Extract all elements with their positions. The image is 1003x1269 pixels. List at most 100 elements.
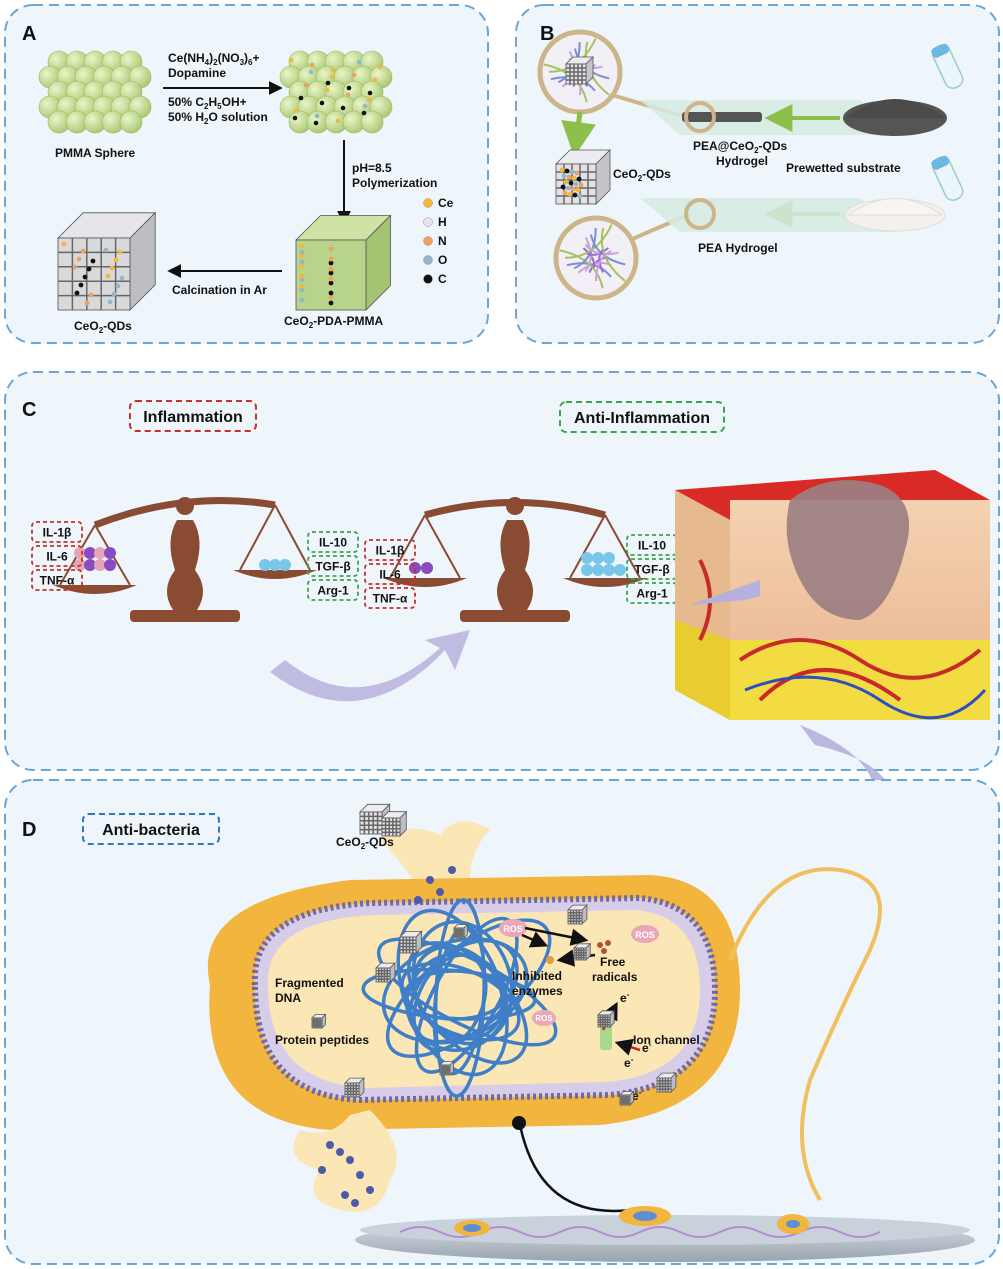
pmma-sphere-cluster xyxy=(38,50,152,134)
dopant-dot xyxy=(328,276,334,282)
svg-text:ROS: ROS xyxy=(635,930,655,940)
legend-swatch xyxy=(423,274,433,284)
scale-string xyxy=(389,514,426,579)
scale-beam xyxy=(424,499,606,519)
legend-swatch xyxy=(423,198,433,208)
dopant-dot xyxy=(82,274,88,280)
scale-string xyxy=(424,514,461,579)
ceo2-qds-label-d: CeO2-QDs xyxy=(336,835,394,851)
scale-string xyxy=(239,504,276,571)
ph-label: pH=8.5 xyxy=(352,161,392,175)
dopant-dot xyxy=(299,259,305,265)
dopant-dot xyxy=(308,69,314,75)
dopant-dot xyxy=(577,193,583,199)
pea-hydrogel-label: PEA Hydrogel xyxy=(698,241,778,255)
scale-pan xyxy=(53,585,137,594)
macrophage-m2 xyxy=(592,552,604,564)
dopant-dot xyxy=(362,103,368,109)
enzyme-dot xyxy=(546,956,554,964)
ceo2-qds-framework-a xyxy=(57,211,157,311)
cube-front xyxy=(453,927,465,939)
macrophage-m1 xyxy=(104,559,116,571)
macrophage-m2 xyxy=(603,552,615,564)
dopant-dot xyxy=(303,82,309,88)
dopant-dot xyxy=(299,277,305,283)
pea-ceo2-label-2: Hydrogel xyxy=(716,154,768,168)
cytokine-label: IL-6 xyxy=(379,568,401,582)
dopant-dot xyxy=(328,260,334,266)
polymer-chain xyxy=(586,247,610,256)
dopant-dot xyxy=(107,299,113,305)
dopant-dot xyxy=(117,249,123,255)
dopant-dot xyxy=(572,192,578,198)
dark-powder-top xyxy=(845,99,945,118)
ros-bubble: ROS xyxy=(499,919,527,937)
dopant-dot xyxy=(356,59,362,65)
macrophage-m2 xyxy=(614,564,626,576)
leaked-bead xyxy=(426,876,434,884)
cytokine-label: TGF-β xyxy=(634,563,669,577)
magnifier-bottom-lens xyxy=(684,198,716,230)
anti-inflammation-title: Anti-Inflammation xyxy=(574,410,710,427)
dopant-dot xyxy=(299,249,305,255)
dopant-dot xyxy=(115,283,121,289)
electron-arrow-in xyxy=(614,1038,641,1056)
legend-swatch xyxy=(423,255,433,265)
cytokine-chip xyxy=(31,545,83,567)
ros-bubble: ROS xyxy=(631,925,659,943)
pea-ceo2-hydrogel-film xyxy=(682,112,762,122)
solvent-text-2: 50% H2O solution xyxy=(168,110,268,126)
leaked-bead xyxy=(351,1199,359,1207)
arrow-ros-to-enzymes xyxy=(521,931,549,948)
macrophage-m2 xyxy=(259,559,271,571)
dopant-dot xyxy=(335,118,341,124)
legend-label: C xyxy=(438,272,447,286)
leaked-bead xyxy=(414,896,422,904)
inflammation-title-box xyxy=(129,400,257,432)
leaked-bead xyxy=(341,1191,349,1199)
polymer-network-top xyxy=(543,38,610,103)
macrophage-m2 xyxy=(269,559,281,571)
inhibited-enzymes-label-2: enzymes xyxy=(512,984,563,998)
macrophage-m1 xyxy=(94,559,106,571)
skin-tissue-block xyxy=(675,470,990,720)
skin-entry-arrow xyxy=(690,580,760,605)
scale-base xyxy=(460,610,570,622)
cube-front xyxy=(619,1094,631,1106)
cytokine-chip xyxy=(307,555,359,577)
electron-label: e- xyxy=(632,1088,642,1103)
cytokine-chip xyxy=(364,539,416,561)
macrophage-m2 xyxy=(603,564,615,576)
dopant-dot xyxy=(76,256,82,262)
anti-bacteria-title-box xyxy=(82,813,220,845)
cube-front xyxy=(381,817,401,837)
dopant-dot xyxy=(573,181,579,187)
dopant-dot xyxy=(574,170,580,176)
cube-front xyxy=(359,811,383,835)
cytokine-label: Arg-1 xyxy=(317,584,349,598)
cytokine-label: TNF-α xyxy=(373,592,408,606)
dopant-dot xyxy=(293,108,299,114)
scale-pillar xyxy=(166,520,204,610)
dopant-dot xyxy=(340,105,346,111)
dopant-dot xyxy=(578,182,584,188)
cytokine-label: IL-1β xyxy=(43,526,72,540)
ceo2-qds-label-b: CeO2-QDs xyxy=(613,167,671,183)
polymer-chain xyxy=(584,236,592,272)
panel-a-letter: A xyxy=(22,23,36,45)
svg-text:ROS: ROS xyxy=(535,1014,553,1023)
dopant-dot xyxy=(575,187,581,193)
free-radical-dot xyxy=(597,942,603,948)
macrophage-m1 xyxy=(421,562,433,574)
cytokine-chip xyxy=(31,521,83,543)
dopant-dot xyxy=(563,179,569,185)
panel-b: B PEA@CeO2-QDs Hydrogel Prewetted substr… xyxy=(515,4,1000,344)
dna-strand xyxy=(376,937,558,1047)
dopant-dot xyxy=(329,74,335,80)
white-powder-top xyxy=(846,198,944,216)
legend-label: O xyxy=(438,253,447,267)
cytokine-label: IL-1β xyxy=(376,544,405,558)
